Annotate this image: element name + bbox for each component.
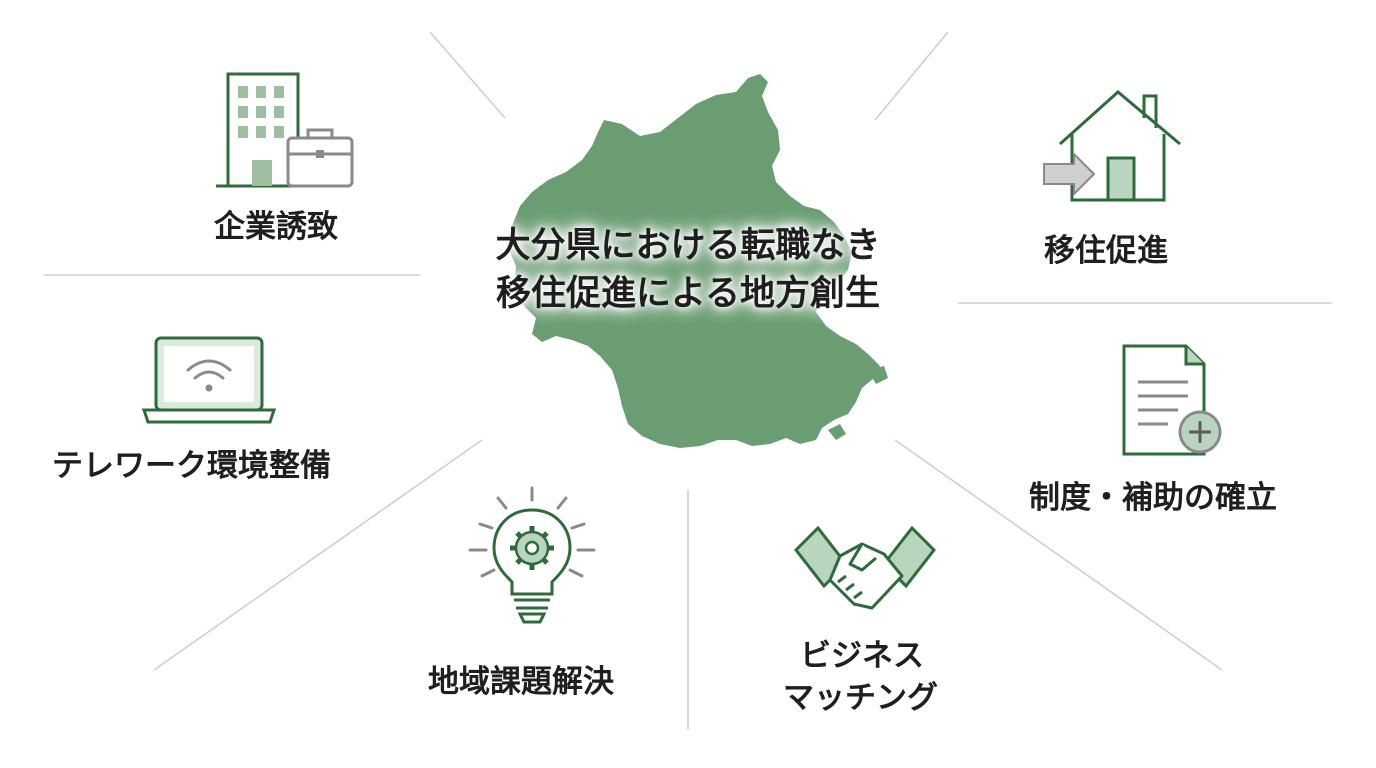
- lightbulb-gear-icon: [468, 486, 596, 624]
- handshake-icon: [794, 525, 936, 610]
- label-relocation: 移住促進: [1044, 233, 1168, 269]
- center-title: 大分県における転職なき 移住促進による地方創生: [418, 222, 958, 318]
- house-arrow-icon: [1043, 90, 1181, 202]
- label-telework: テレワーク環境整備: [52, 448, 331, 484]
- divider-bottom-right: [894, 439, 1223, 671]
- center-title-line1: 大分県における転職なき: [495, 226, 881, 266]
- laptop-wifi-icon: [141, 336, 277, 424]
- divider-bottom-left: [153, 439, 483, 671]
- label-system: 制度・補助の確立: [1029, 480, 1277, 516]
- office-building-briefcase-icon: [216, 72, 354, 188]
- label-corporate: 企業誘致: [214, 209, 338, 245]
- label-matching-line2: マッチング: [783, 680, 938, 716]
- label-region: 地域課題解決: [428, 664, 614, 700]
- label-matching-line1: ビジネス: [800, 638, 924, 674]
- divider-top-right: [874, 31, 949, 121]
- center-title-line2: 移住促進による地方創生: [496, 274, 880, 314]
- divider-top-left: [429, 31, 506, 119]
- document-plus-icon: [1122, 344, 1222, 456]
